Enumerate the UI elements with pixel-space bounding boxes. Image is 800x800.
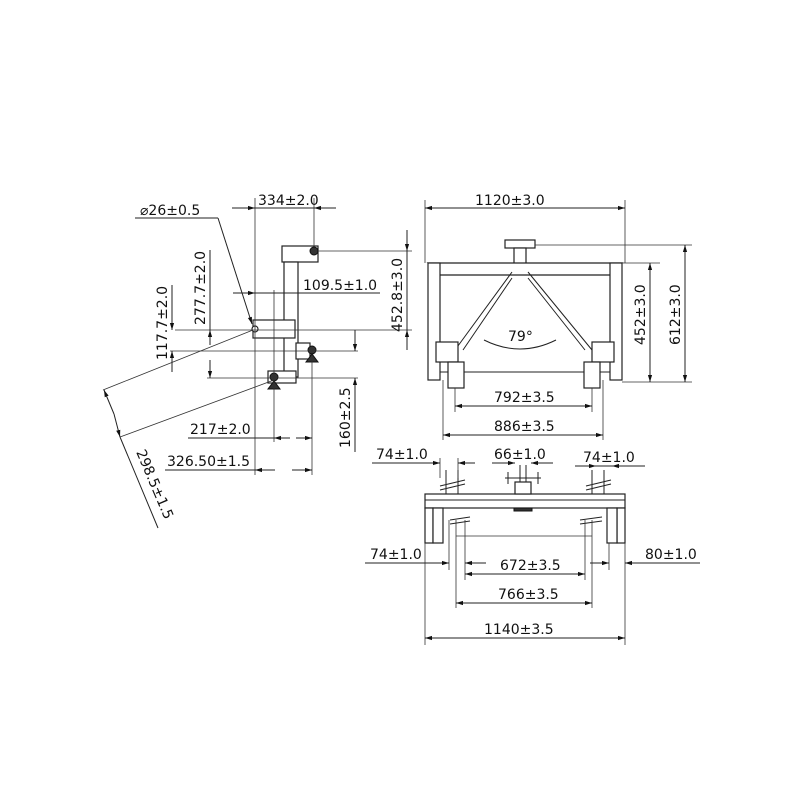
dim-672: 672±3.5 — [500, 558, 561, 574]
dim-80: 80±1.0 — [645, 547, 697, 563]
top-pin-icon — [309, 246, 319, 256]
dim-117-7: 117.7±2.0 — [155, 286, 171, 360]
dim-326-5: 326.50±1.5 — [167, 454, 250, 470]
lower-pin-icon — [307, 345, 317, 355]
dim-452: 452±3.0 — [633, 284, 649, 345]
dim-74-top-left: 74±1.0 — [376, 447, 428, 463]
side-view: 334±2.0 ⌀26±0.5 109.5±1.0 452.8±3.0 117.… — [102, 193, 412, 529]
dim-886: 886±3.5 — [494, 419, 555, 435]
front-view-frame — [426, 239, 624, 389]
dim-612: 612±3.0 — [668, 284, 684, 345]
dim-74-top-right: 74±1.0 — [583, 450, 635, 466]
dim-160: 160±2.5 — [338, 387, 354, 448]
dim-109-5: 109.5±1.0 — [303, 278, 377, 294]
dim-217: 217±2.0 — [190, 422, 251, 438]
dim-1120: 1120±3.0 — [475, 193, 545, 209]
dim-74-bottom-left: 74±1.0 — [370, 547, 422, 563]
side-view-part — [251, 245, 319, 390]
dim-452-8: 452.8±3.0 — [390, 258, 406, 332]
dim-66: 66±1.0 — [494, 447, 546, 463]
dim-792: 792±3.5 — [494, 390, 555, 406]
dim-277-7: 277.7±2.0 — [193, 251, 209, 325]
dim-1140: 1140±3.5 — [484, 622, 554, 638]
dim-334: 334±2.0 — [258, 193, 319, 209]
dim-diameter-26: ⌀26±0.5 — [140, 203, 200, 219]
top-view-part — [424, 465, 626, 544]
top-view: 74±1.0 66±1.0 74±1.0 74±1.0 80±1.0 672±3… — [365, 447, 700, 645]
angle-79: 79° — [508, 329, 533, 345]
dim-766: 766±3.5 — [498, 587, 559, 603]
front-view: 79° 1120±3.0 452±3.0 612±3.0 792±3.5 886… — [424, 193, 692, 440]
